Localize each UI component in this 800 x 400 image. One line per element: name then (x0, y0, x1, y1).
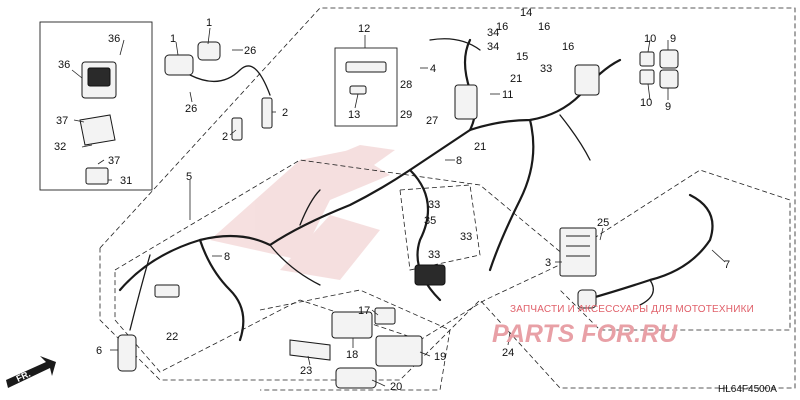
callout: 13 (348, 109, 360, 121)
parts-17-20 (289, 307, 423, 389)
callout: 32 (54, 141, 66, 153)
sub-harness-7 (577, 193, 714, 309)
watermark-caption: ЗАПЧАСТИ И АКСЕССУАРЫ ДЛЯ МОТОТЕХНИКИ (510, 304, 754, 315)
callout: 36 (108, 33, 120, 45)
callout: 12 (358, 23, 370, 35)
callout: 35 (424, 215, 436, 227)
callout: 15 (516, 51, 528, 63)
callout: 8 (456, 155, 462, 167)
frame-box-17-20 (259, 289, 451, 391)
callout: 23 (300, 365, 312, 377)
callout: 2 (282, 107, 288, 119)
watermark-logo: PARTS FOR.RU (492, 320, 678, 348)
ignition-coil-1 (164, 41, 273, 141)
frame-main (99, 7, 796, 389)
callout: 22 (166, 331, 178, 343)
callout: 26 (185, 103, 197, 115)
callout: 7 (724, 259, 730, 271)
regulator-part-3 (559, 227, 597, 277)
watermark: ЗАПЧАСТИ И АКСЕССУАРЫ ДЛЯ МОТОТЕХНИКИ PA… (492, 304, 754, 348)
sensor-part-6 (117, 334, 137, 372)
callout: 8 (224, 251, 230, 263)
callout: 19 (434, 351, 446, 363)
callout: 16 (496, 21, 508, 33)
callout: 5 (186, 171, 192, 183)
callout: 16 (538, 21, 550, 33)
callout: 37 (108, 155, 120, 167)
callout: 33 (540, 63, 552, 75)
callout: 37 (56, 115, 68, 127)
box-30-37 (39, 21, 153, 191)
callout: 21 (510, 73, 522, 85)
callout: 33 (460, 231, 472, 243)
callout: 18 (346, 349, 358, 361)
callout: 28 (400, 79, 412, 91)
callout: 25 (597, 217, 609, 229)
callout: 10 (640, 97, 652, 109)
callout: 27 (426, 115, 438, 127)
callout: 29 (400, 109, 412, 121)
callout: 24 (502, 347, 514, 359)
relay-parts-9-10 (639, 49, 679, 89)
callout: 10 (644, 33, 656, 45)
callout: 6 (96, 345, 102, 357)
callout: 31 (120, 175, 132, 187)
callout: 9 (670, 33, 676, 45)
callout: 26 (244, 45, 256, 57)
callout: 34 (487, 41, 499, 53)
background-wing-emblem (210, 145, 395, 280)
callout: 33 (428, 199, 440, 211)
callout: 16 (562, 41, 574, 53)
relay-part-31 (85, 167, 109, 185)
callout: 21 (474, 141, 486, 153)
callout: 4 (430, 63, 436, 75)
callout: 33 (428, 249, 440, 261)
ecu-part-30 (81, 61, 117, 99)
bracket-part-32 (79, 114, 116, 146)
callout-numbers: 1 1 2 2 3 4 5 6 7 8 8 9 9 10 10 11 12 13… (54, 7, 730, 393)
callout: 14 (520, 7, 532, 19)
callout: 20 (390, 381, 402, 393)
callout: 17 (358, 305, 370, 317)
frame-right-harness (559, 169, 791, 331)
callout: 9 (665, 101, 671, 113)
diagram-code: HL64F4500A (718, 384, 777, 395)
callout: 1 (170, 33, 176, 45)
callout: 34 (487, 27, 499, 39)
relay-part-12 (345, 61, 387, 95)
callout: 11 (502, 89, 513, 101)
leader-lines (71, 27, 726, 387)
callout: 3 (545, 257, 551, 269)
frame-subassembly-33 (399, 184, 481, 271)
frame-harness-5 (114, 159, 571, 373)
main-wire-harness (118, 38, 622, 342)
callout: 2 (222, 131, 228, 143)
front-direction-arrow: FR. (6, 356, 56, 388)
callout: 1 (206, 17, 212, 29)
callout: 36 (58, 59, 70, 71)
box-12-13 (334, 47, 398, 127)
